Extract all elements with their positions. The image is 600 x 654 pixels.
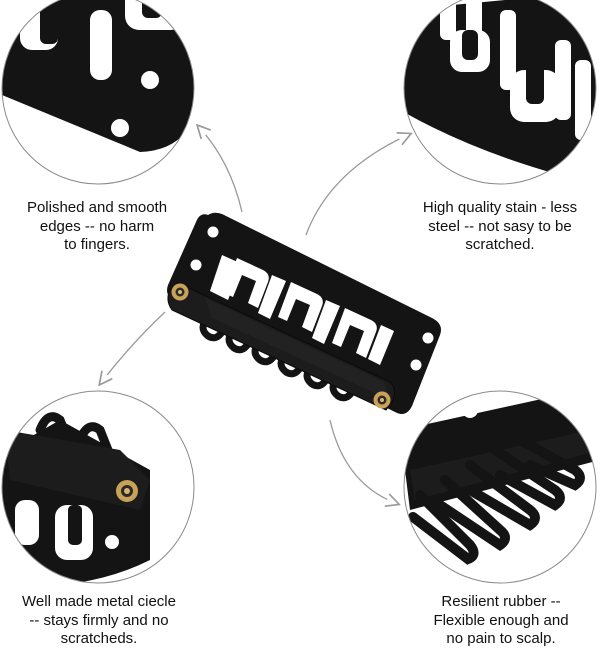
arrow-to-rubber bbox=[329, 419, 398, 504]
arrow-to-edges bbox=[198, 126, 243, 213]
callout-arrows bbox=[100, 126, 410, 504]
caption-line: no pain to scalp. bbox=[446, 630, 556, 647]
zoom-circle-edges bbox=[1, 0, 195, 185]
caption-line: steel -- not sasy to be bbox=[428, 217, 572, 235]
arrow-to-metal-circle bbox=[100, 311, 166, 384]
caption-edges: Polished and smooth edges -- no harm to … bbox=[2, 199, 192, 255]
caption-line: Polished and smooth bbox=[26, 199, 168, 216]
hair-clip-illustration bbox=[167, 212, 441, 414]
caption-line: -- stays firmly and no bbox=[29, 611, 169, 629]
grommet-left bbox=[171, 283, 189, 301]
caption-line: High quality stain - less bbox=[422, 199, 578, 216]
caption-line: scratcheds. bbox=[60, 630, 138, 647]
caption-steel: High quality stain - less steel -- not s… bbox=[402, 199, 598, 255]
caption-line: to fingers. bbox=[64, 236, 130, 253]
zoom-circle-rubber bbox=[403, 390, 597, 584]
arrow-to-steel bbox=[305, 134, 410, 236]
caption-rubber: Resilient rubber -- Flexible enough and … bbox=[404, 593, 598, 649]
caption-line: scratched. bbox=[465, 236, 535, 253]
caption-line: Well made metal ciecle bbox=[22, 593, 176, 610]
caption-metal-circle: Well made metal ciecle -- stays firmly a… bbox=[2, 593, 196, 649]
comb-teeth bbox=[210, 255, 394, 365]
caption-line: Resilient rubber -- bbox=[441, 593, 561, 610]
caption-line: edges -- no harm bbox=[39, 217, 155, 235]
zoom-circle-steel bbox=[403, 0, 597, 185]
grommet-right bbox=[373, 391, 391, 409]
zoom-circle-metal-circle bbox=[1, 390, 195, 584]
caption-line: Flexible enough and bbox=[433, 611, 569, 629]
